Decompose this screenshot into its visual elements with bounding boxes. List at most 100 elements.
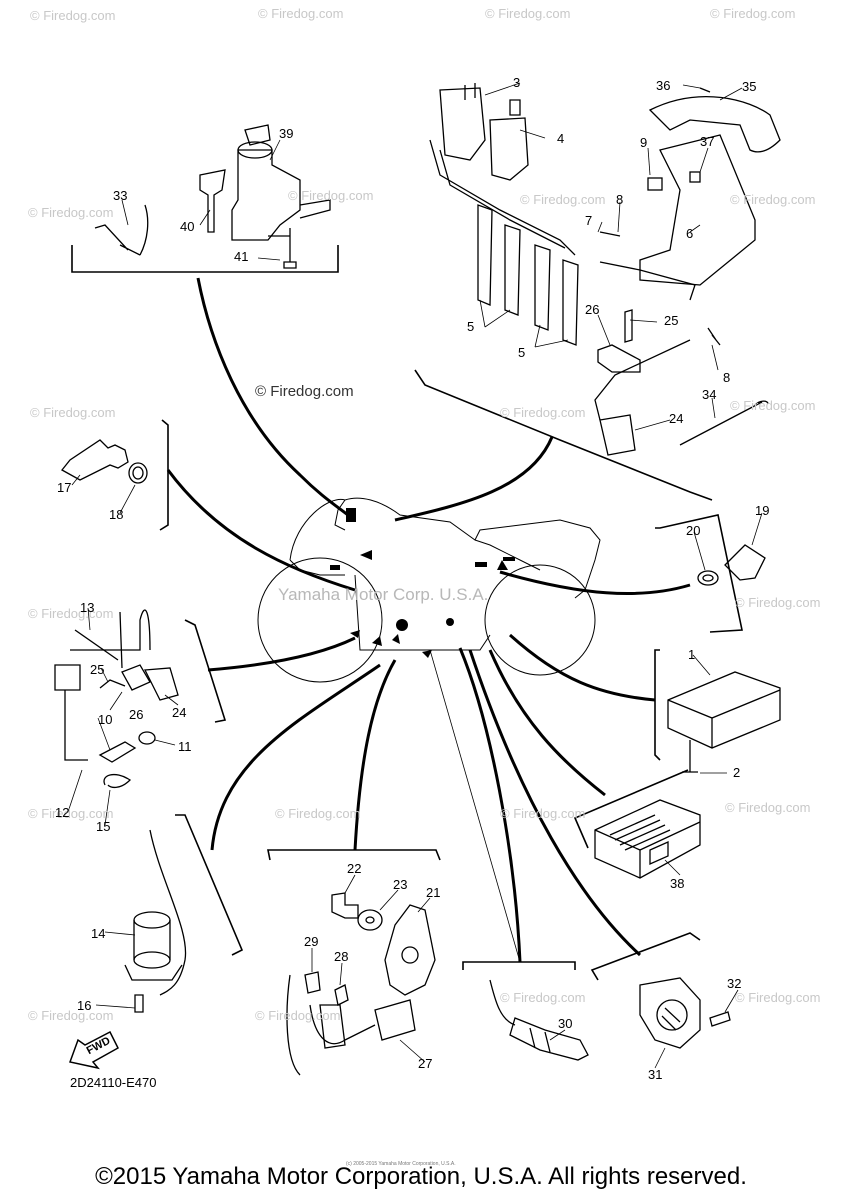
callout-7: 7 [585,213,593,228]
bracket-sensor-17 [159,419,169,531]
watermark: © Firedog.com [30,8,116,23]
watermark: © Firedog.com [730,192,816,207]
ignition-coils-group [429,83,579,346]
watermark: © Firedog.com [288,188,374,203]
motorcycle-outline [257,497,601,683]
watermark: © Firedog.com [500,405,586,420]
callout-32: 32 [727,976,742,991]
callout-37: 37 [700,134,715,149]
callout-19: 19 [755,503,770,518]
ignition-switch-group [94,124,331,269]
bracket-regulator [573,769,689,849]
watermark: © Firedog.com [275,806,361,821]
callout-39: 39 [279,126,294,141]
callout-36: 36 [656,78,671,93]
callout-22: 22 [347,861,362,876]
callout-6: 6 [686,226,694,241]
watermark: © Firedog.com [735,990,821,1005]
callout-30: 30 [558,1016,573,1031]
watermark: © Firedog.com [28,205,114,220]
bracket-ignition-coils [414,369,713,501]
watermark: © Firedog.com [725,800,811,815]
bracket-crank-sensor [184,619,227,723]
sprocket-sensor-group [286,892,436,1076]
callout-5: 5 [467,319,475,334]
callout-8: 8 [616,192,624,207]
callout-26: 26 [129,707,144,722]
callout-35: 35 [742,79,757,94]
watermark: © Firedog.com [255,1008,341,1023]
callout-24: 24 [669,411,684,426]
callout-24: 24 [172,705,187,720]
crank-sensor-group [54,609,179,789]
callout-18: 18 [109,507,124,522]
bracket-horn [175,814,244,956]
bracket-ecu [654,649,661,761]
callout-16: 16 [77,998,92,1013]
watermark: © Firedog.com [500,806,586,821]
callout-5: 5 [518,345,526,360]
callout-14: 14 [91,926,106,941]
callout-17: 17 [57,480,72,495]
ecu-group [667,671,781,773]
callout-27: 27 [418,1056,433,1071]
watermark: © Firedog.com [28,806,114,821]
callout-41: 41 [234,249,249,264]
watermark-center-link: © Firedog.com [255,383,354,400]
watermark: © Firedog.com [28,1008,114,1023]
small-credit: (c) 2005-2015 Yamaha Motor Corporation, … [346,1161,456,1167]
callout-2: 2 [733,765,741,780]
o2-sensor-group [489,979,589,1061]
watermark: © Firedog.com [258,6,344,21]
connection-markers [330,508,515,658]
callout-33: 33 [113,188,128,203]
watermark: © Firedog.com [28,606,114,621]
watermark: © Firedog.com [30,405,116,420]
callout-31: 31 [648,1067,663,1082]
watermark: © Firedog.com [730,398,816,413]
callout-3: 3 [513,75,521,90]
watermark: © Firedog.com [735,595,821,610]
callout-25: 25 [664,313,679,328]
callout-25: 25 [90,662,105,677]
callout-4: 4 [557,131,565,146]
watermark-yamaha: Yamaha Motor Corp. U.S.A. [278,585,489,604]
sensor-24-group [594,309,769,456]
leader-thin [429,649,521,963]
regulator-group [594,799,701,879]
callout-29: 29 [304,934,319,949]
bracket-sprocket-sensor [267,849,441,861]
callout-leaders [67,82,763,1069]
watermark: © Firedog.com [500,990,586,1005]
bracket-throttle-sensor [590,932,701,981]
bracket-sensor-19 [655,514,743,633]
bracket-assembly [599,87,781,346]
watermark: © Firedog.com [520,192,606,207]
bracket-ignition-switch [71,245,339,273]
fwd-arrow-icon [69,1030,119,1070]
callout-23: 23 [393,877,408,892]
watermark: © Firedog.com [485,6,571,21]
callout-26: 26 [585,302,600,317]
callout-9: 9 [640,135,648,150]
callout-15: 15 [96,819,111,834]
leader-wires [166,277,691,963]
callout-28: 28 [334,949,349,964]
callout-10: 10 [98,712,113,727]
horn-group [124,829,187,1013]
callout-1: 1 [688,647,696,662]
tps-group [639,977,731,1049]
watermark: © Firedog.com [710,6,796,21]
callout-11: 11 [178,739,192,754]
callout-40: 40 [180,219,195,234]
callout-20: 20 [686,523,701,538]
callout-12: 12 [55,805,70,820]
diagram-code: 2D24110-E470 [70,1075,157,1090]
callout-13: 13 [80,600,95,615]
callout-38: 38 [670,876,685,891]
bracket-o2-sensor [462,961,576,970]
callout-8: 8 [723,370,731,385]
sensor-19-group [697,544,766,586]
copyright-notice: ©2015 Yamaha Motor Corporation, U.S.A. A… [95,1163,747,1190]
